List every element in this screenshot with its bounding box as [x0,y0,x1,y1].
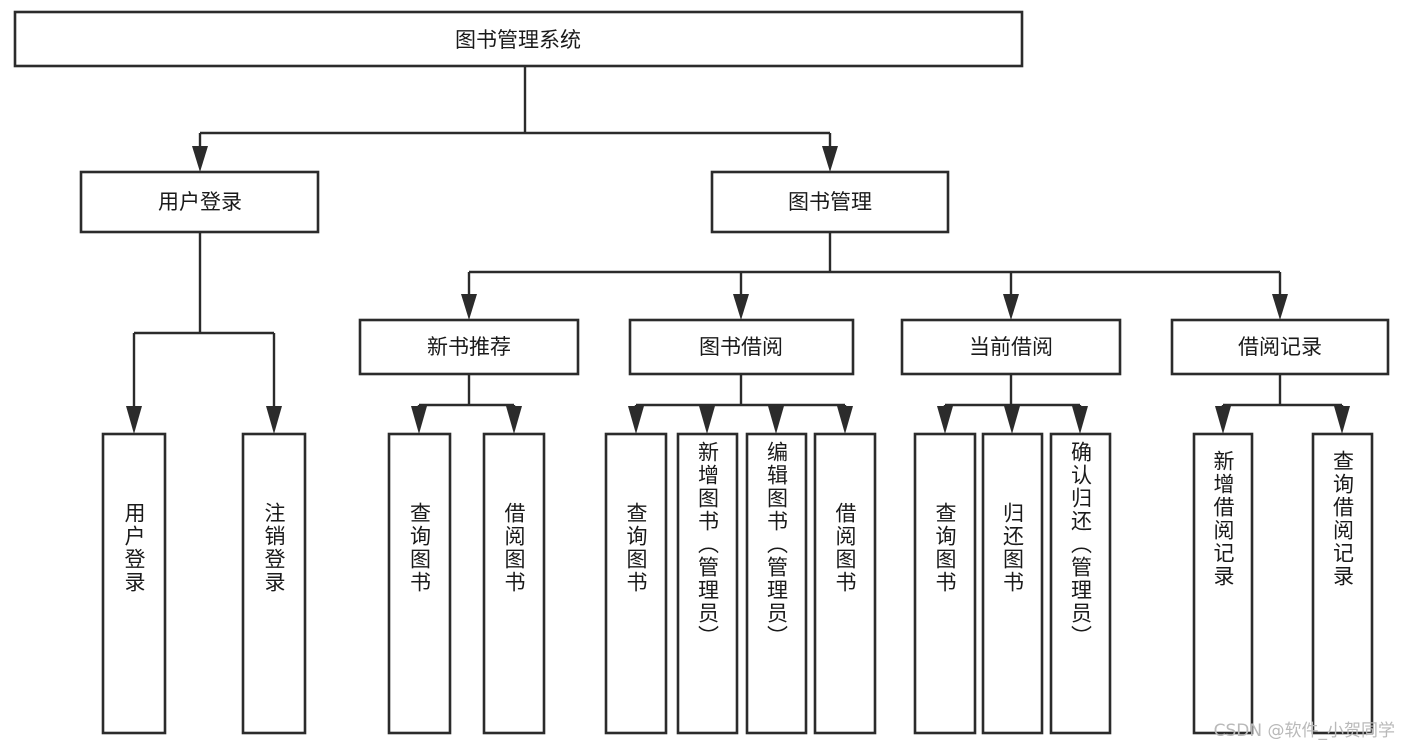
edge-group-book-borrow-to-leaves [628,374,853,434]
node-root-box[interactable] [13,10,1024,68]
csdn-watermark: CSDN @软件_小贺同学 [1213,721,1395,741]
leaf-box-query-book-1[interactable] [387,432,452,735]
arrow-to-leaf-query-book-1 [411,406,427,434]
leaf-box-logout[interactable] [241,432,307,735]
edge-group-current-borrow-to-leaves [937,374,1088,434]
leaf-box-confirm-return[interactable] [1049,432,1112,735]
leaf-box-borrow-book-1[interactable] [482,432,546,735]
edge-group-root-to-level2 [192,66,838,172]
leaf-box-query-record[interactable] [1311,432,1374,735]
node-new-book-recommend-label: 新书推荐 [427,335,511,359]
leaf-box-group [101,432,1374,735]
leaf-box-add-book[interactable] [676,432,739,735]
arrow-to-book-manage [822,146,838,172]
edge-group-book-manage-to-level3 [461,232,1288,320]
node-user-login-box[interactable] [79,170,320,234]
node-new-book-recommend-box[interactable] [358,318,580,376]
node-user-login-label: 用户登录 [158,190,242,214]
edge-group-new-book-to-leaves [411,374,522,434]
node-book-borrow-box[interactable] [628,318,855,376]
arrow-to-user-login [192,146,208,172]
leaf-box-query-book-3[interactable] [913,432,977,735]
leaf-box-add-record[interactable] [1192,432,1254,735]
arrow-to-leaf-edit-book [768,406,784,434]
leaf-box-edit-book[interactable] [745,432,808,735]
node-borrow-record[interactable]: 借阅记录 [1170,318,1390,376]
arrow-to-leaf-confirm-return [1072,406,1088,434]
arrow-to-current-borrow [1003,294,1019,320]
edge-group-borrow-record-to-leaves [1215,374,1350,434]
arrow-to-leaf-query-book-3 [937,406,953,434]
arrow-to-book-borrow [733,294,749,320]
arrow-to-leaf-query-book-2 [628,406,644,434]
edge-group-user-login-to-leaves [126,232,282,434]
arrow-to-leaf-borrow-book-2 [837,406,853,434]
node-root-label: 图书管理系统 [455,28,581,52]
arrow-to-leaf-return-book [1004,406,1020,434]
arrow-to-leaf-borrow-book-1 [506,406,522,434]
arrow-to-leaf-add-record [1215,406,1231,434]
leaf-box-query-book-2[interactable] [604,432,668,735]
node-book-borrow-label: 图书借阅 [699,335,783,359]
arrow-to-new-book-recommend [461,294,477,320]
node-book-manage-label: 图书管理 [788,190,872,214]
leaf-box-user-login[interactable] [101,432,167,735]
node-new-book-recommend[interactable]: 新书推荐 [358,318,580,376]
node-root[interactable]: 图书管理系统 [13,10,1024,68]
node-current-borrow-box[interactable] [900,318,1122,376]
node-current-borrow[interactable]: 当前借阅 [900,318,1122,376]
leaf-box-borrow-book-2[interactable] [813,432,877,735]
node-borrow-record-label: 借阅记录 [1238,335,1322,359]
leaf-box-return-book[interactable] [981,432,1044,735]
node-book-manage-box[interactable] [710,170,950,234]
arrow-to-leaf-user-login [126,406,142,434]
node-book-borrow[interactable]: 图书借阅 [628,318,855,376]
arrow-to-leaf-query-record [1334,406,1350,434]
node-book-manage[interactable]: 图书管理 [710,170,950,234]
arrow-to-leaf-logout [266,406,282,434]
node-borrow-record-box[interactable] [1170,318,1390,376]
node-current-borrow-label: 当前借阅 [969,335,1053,359]
node-user-login[interactable]: 用户登录 [79,170,320,234]
arrow-to-borrow-record [1272,294,1288,320]
arrow-to-leaf-add-book [699,406,715,434]
